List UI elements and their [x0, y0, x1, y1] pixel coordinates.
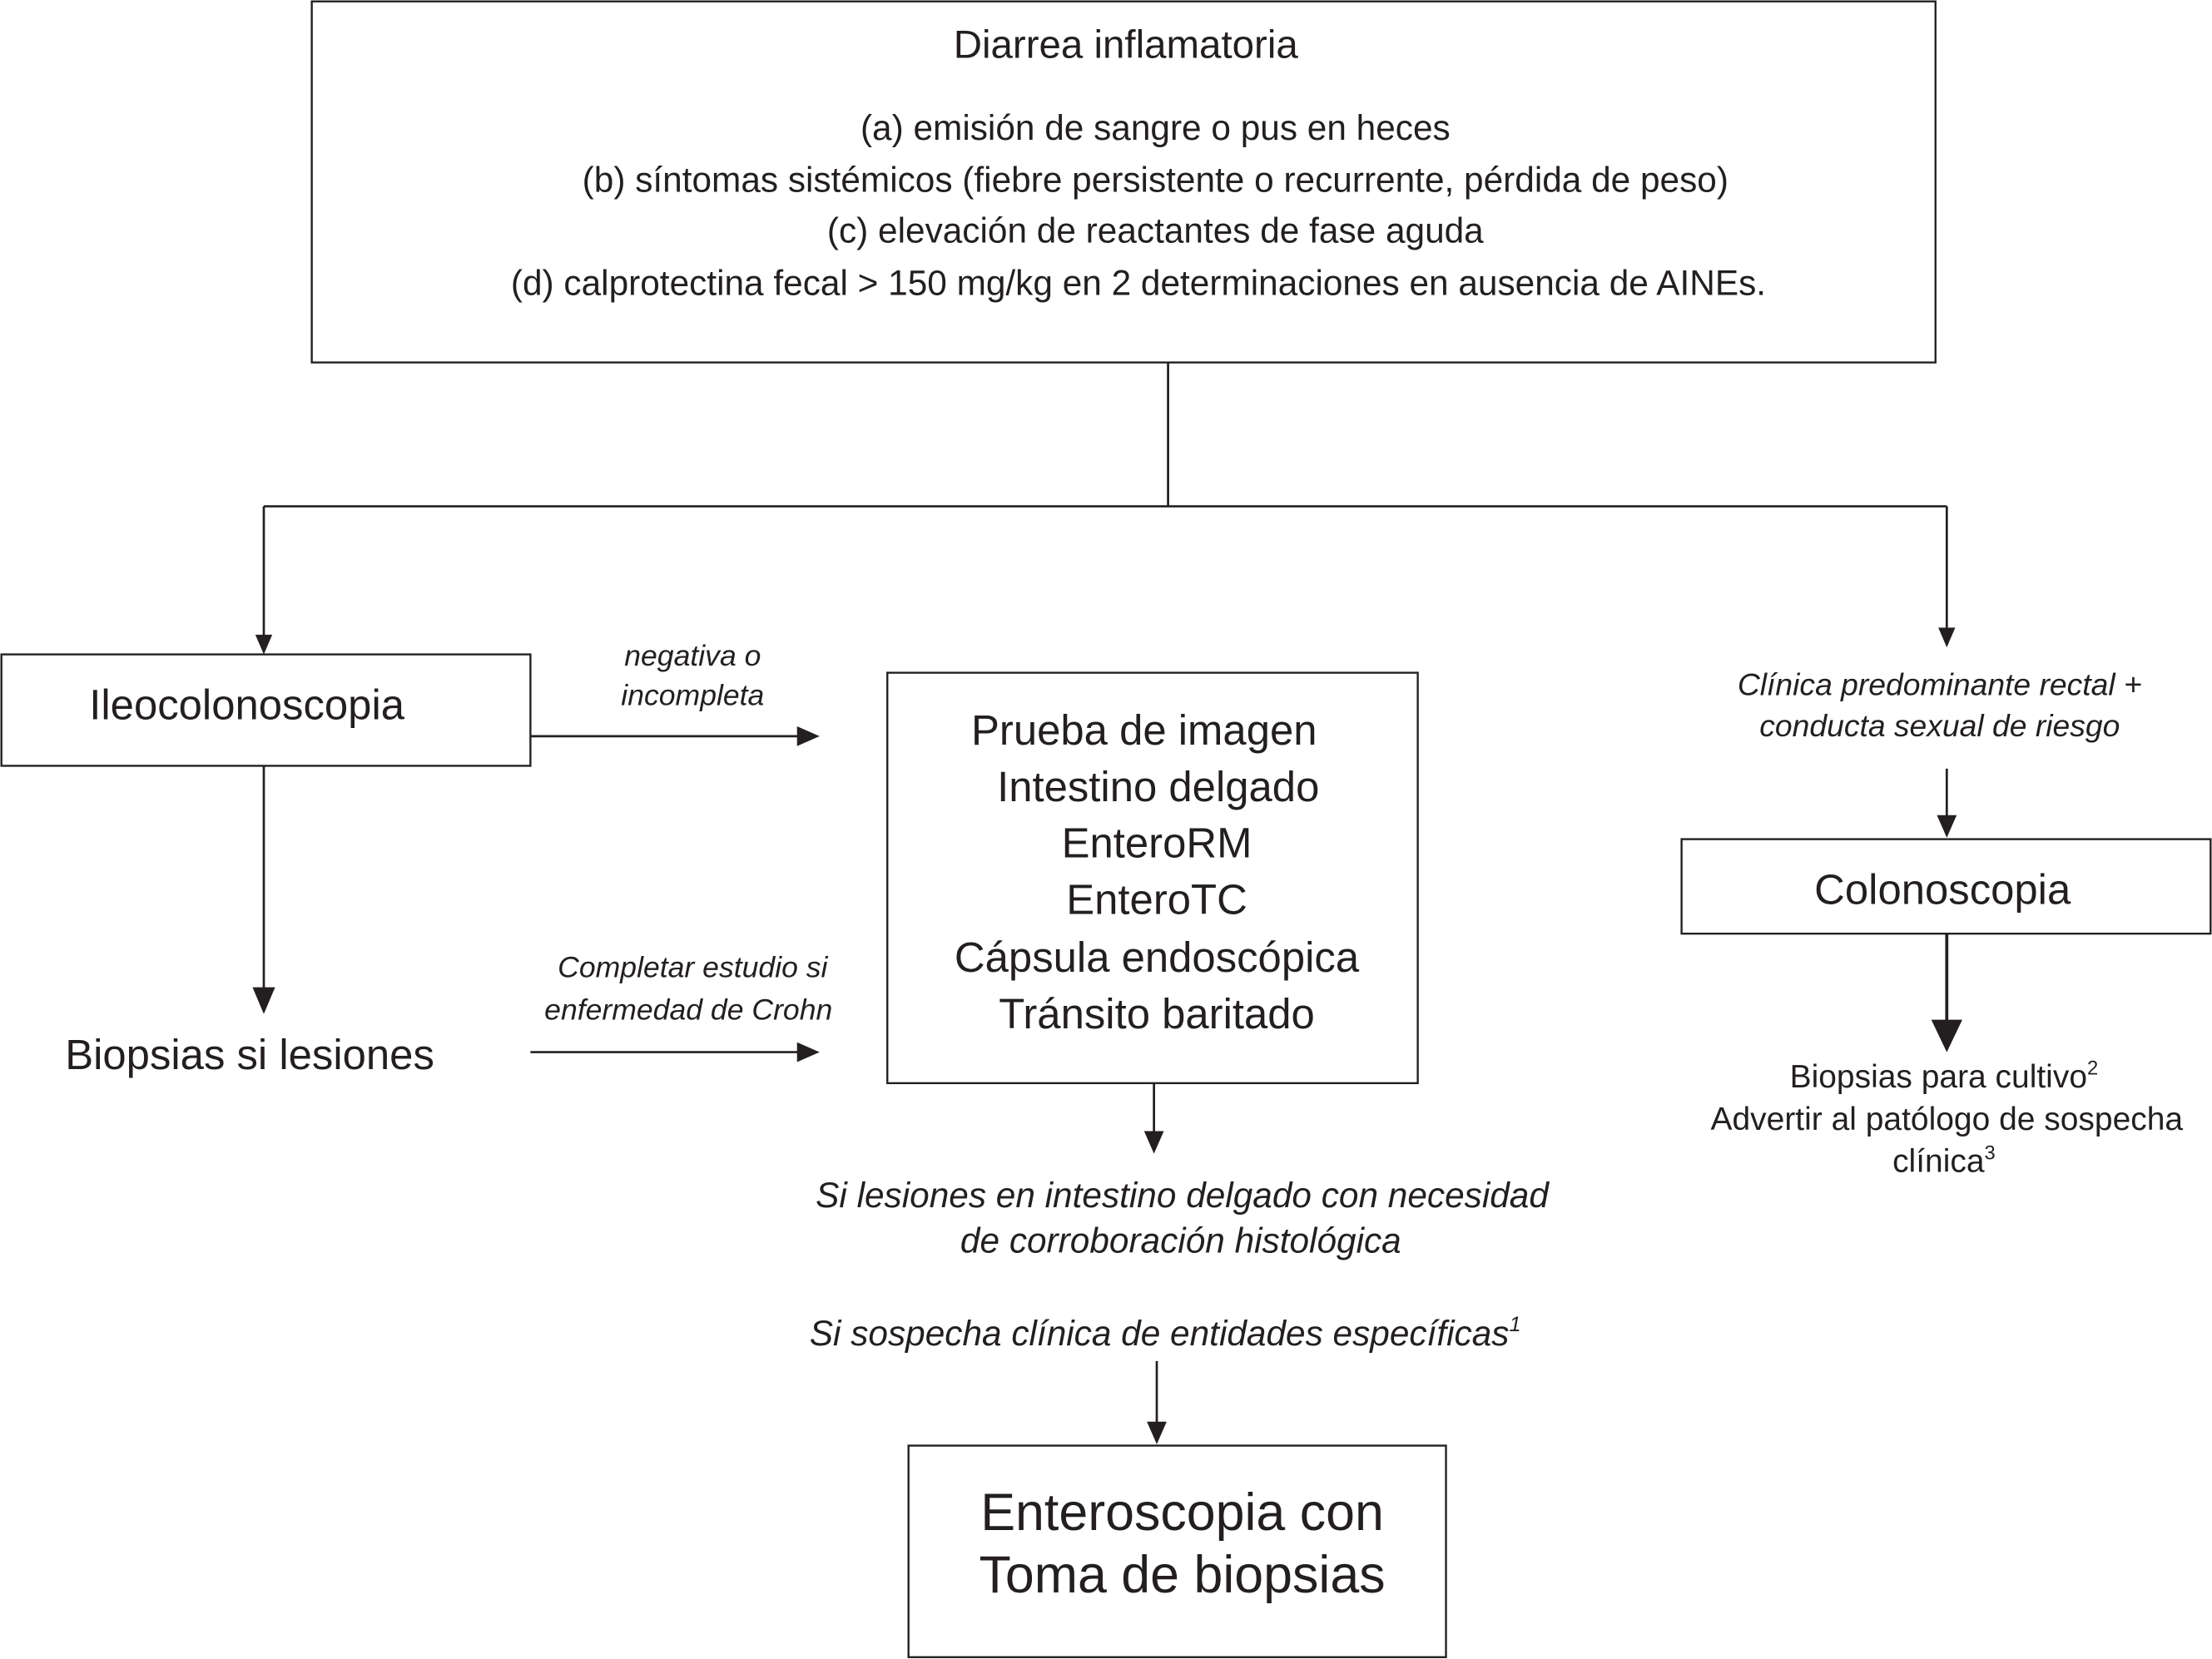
edge-ileo-biopsias [252, 765, 275, 1014]
arrowhead-icon [796, 1042, 820, 1062]
ileocolonoscopia-label: Ileocolonoscopia [89, 681, 404, 729]
colonoscopia-result-line1: Biopsias para cultivo2 [1790, 1058, 2099, 1095]
ileocolonoscopia-box: Ileocolonoscopia [0, 653, 532, 767]
top-box: Diarrea inflamatoria (a) emisión de sang… [310, 0, 1937, 364]
imagen-line: Prueba de imagen [971, 706, 1317, 754]
edge-colonoscopia-down [1931, 933, 1962, 1052]
colonoscopia-result-line2: Advertir al patólogo de sospecha [1711, 1102, 2184, 1137]
imagen-line: Intestino delgado [997, 763, 1319, 810]
criterion-c: (c) elevación de reactantes de fase agud… [827, 211, 1484, 250]
colonoscopia-result-line3: clínica3 [1892, 1142, 1996, 1179]
enteroscopia-line1: Enteroscopia con [980, 1483, 1384, 1542]
edge-completar-line1: Completar estudio si [558, 951, 828, 984]
arrowhead-icon [1931, 1019, 1962, 1052]
imagen-line: EnteroRM [1062, 820, 1252, 867]
arrowhead-icon [1147, 1421, 1167, 1444]
imagen-line: Cápsula endoscópica [955, 933, 1360, 981]
edge-completar: Completar estudio si enfermedad de Crohn [530, 951, 832, 1062]
right-condition-line1: Clínica predominante rectal + [1738, 667, 2142, 702]
arrowhead-icon [1143, 1131, 1164, 1154]
right-condition-line2: conducta sexual de riesgo [1759, 708, 2120, 743]
edge-imagen-down [1143, 1082, 1164, 1154]
edge-completar-line2: enfermedad de Crohn [544, 993, 832, 1027]
edge-negativa: negativa o incompleta [530, 639, 820, 746]
criterion-a: (a) emisión de sangre o pus en heces [860, 108, 1451, 147]
arrowhead-icon [1938, 627, 1956, 648]
arrowhead-icon [252, 987, 275, 1014]
arrowhead-icon [1937, 815, 1957, 838]
edge-negativa-line2: incompleta [621, 679, 764, 712]
imagen-box: Prueba de imagen Intestino delgado Enter… [886, 671, 1419, 1085]
imagen-line: EnteroTC [1066, 875, 1247, 923]
biopsias-si-lesiones: Biopsias si lesiones [65, 1031, 434, 1078]
imagen-line: Tránsito baritado [999, 990, 1315, 1037]
arrowhead-icon [255, 634, 273, 655]
colonoscopia-label: Colonoscopia [1814, 866, 2071, 914]
enteroscopia-box: Enteroscopia con Toma de biopsias [907, 1444, 1447, 1658]
small-bowel-condition-line1: Si lesiones en intestino delgado con nec… [816, 1176, 1550, 1215]
edge-to-colonoscopia [1937, 768, 1957, 838]
branch-connector [255, 362, 1956, 655]
edge-negativa-line1: negativa o [624, 639, 761, 672]
top-box-title: Diarrea inflamatoria [954, 23, 1299, 67]
arrowhead-icon [796, 726, 820, 746]
specific-condition: Si sospecha clínica de entidades específ… [810, 1313, 1521, 1353]
small-bowel-condition-line2: de corroboración histológica [960, 1221, 1401, 1260]
colonoscopia-box: Colonoscopia [1680, 838, 2212, 935]
edge-to-enteroscopia [1147, 1360, 1167, 1444]
criterion-d: (d) calprotectina fecal > 150 mg/kg en 2… [511, 263, 1766, 302]
criterion-b: (b) síntomas sistémicos (fiebre persiste… [583, 161, 1728, 200]
enteroscopia-line2: Toma de biopsias [979, 1546, 1385, 1604]
